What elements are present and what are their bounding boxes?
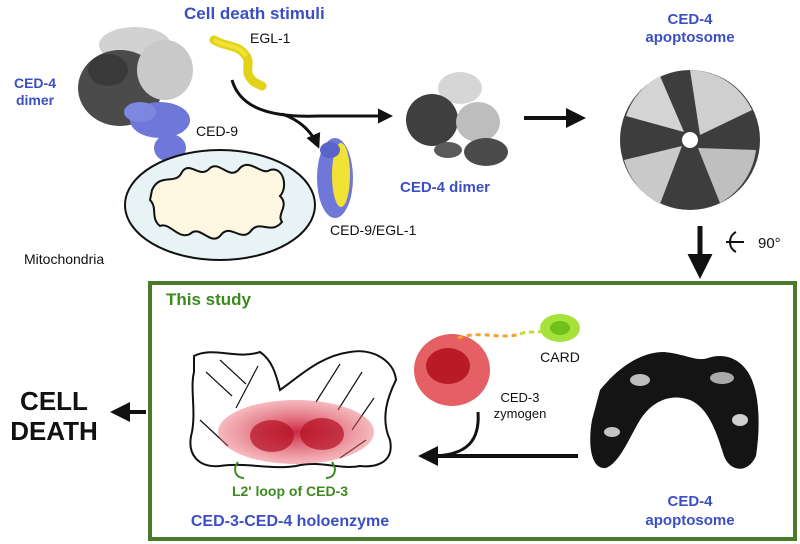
egl1-label: EGL-1	[250, 30, 291, 46]
apoptosome-bottom-label: CED-4	[667, 493, 713, 510]
l2-loop-bracket-left	[234, 461, 245, 479]
holoenzyme-label: CED-3-CED-4 holoenzyme	[191, 513, 389, 530]
ced4-apoptosome-top-structure	[620, 70, 760, 210]
binding-arrow	[281, 112, 321, 149]
zymogen-label: CED-3	[500, 390, 539, 405]
this-study-box	[148, 281, 797, 541]
cell-death-label: CELL	[20, 386, 88, 416]
stimuli-title: Cell death stimuli	[184, 4, 325, 23]
zymogen-arrow	[429, 411, 480, 458]
this-study-title: This study	[166, 290, 252, 309]
ced4-dimer-mid-label: CED-4 dimer	[400, 179, 490, 196]
ced4-dimer-ced9-structure	[78, 27, 193, 162]
ced4-dimer-left-label: CED-4	[14, 75, 56, 91]
card-label: CARD	[540, 349, 580, 365]
ced4-dimer-left-label-2: dimer	[16, 92, 55, 108]
ced4-apoptosome-side-structure	[590, 352, 759, 469]
mitochondria-label: Mitochondria	[24, 251, 104, 267]
ced9-egl1-label: CED-9/EGL-1	[330, 222, 417, 238]
cell-death-label-2: DEATH	[10, 416, 98, 446]
egl1-molecule	[209, 35, 267, 91]
l2-loop-bracket-right	[325, 461, 336, 479]
apoptosome-bottom-label-2: apoptosome	[645, 512, 734, 529]
ced4-dimer-structure	[406, 72, 508, 166]
ced3-ced4-holoenzyme-structure	[189, 350, 398, 469]
apoptosome-top-label: CED-4	[667, 11, 713, 28]
zymogen-label-2: zymogen	[494, 406, 547, 421]
rotation-label: 90°	[758, 235, 781, 252]
ced9-egl1-complex	[317, 138, 353, 218]
release-arrow	[230, 79, 393, 124]
mitochondria	[124, 149, 316, 261]
l2-loop-label: L2' loop of CED-3	[232, 483, 348, 499]
ced3-zymogen-structure	[414, 314, 580, 406]
ced9-label: CED-9	[196, 123, 238, 139]
apoptosome-top-label-2: apoptosome	[645, 29, 734, 46]
